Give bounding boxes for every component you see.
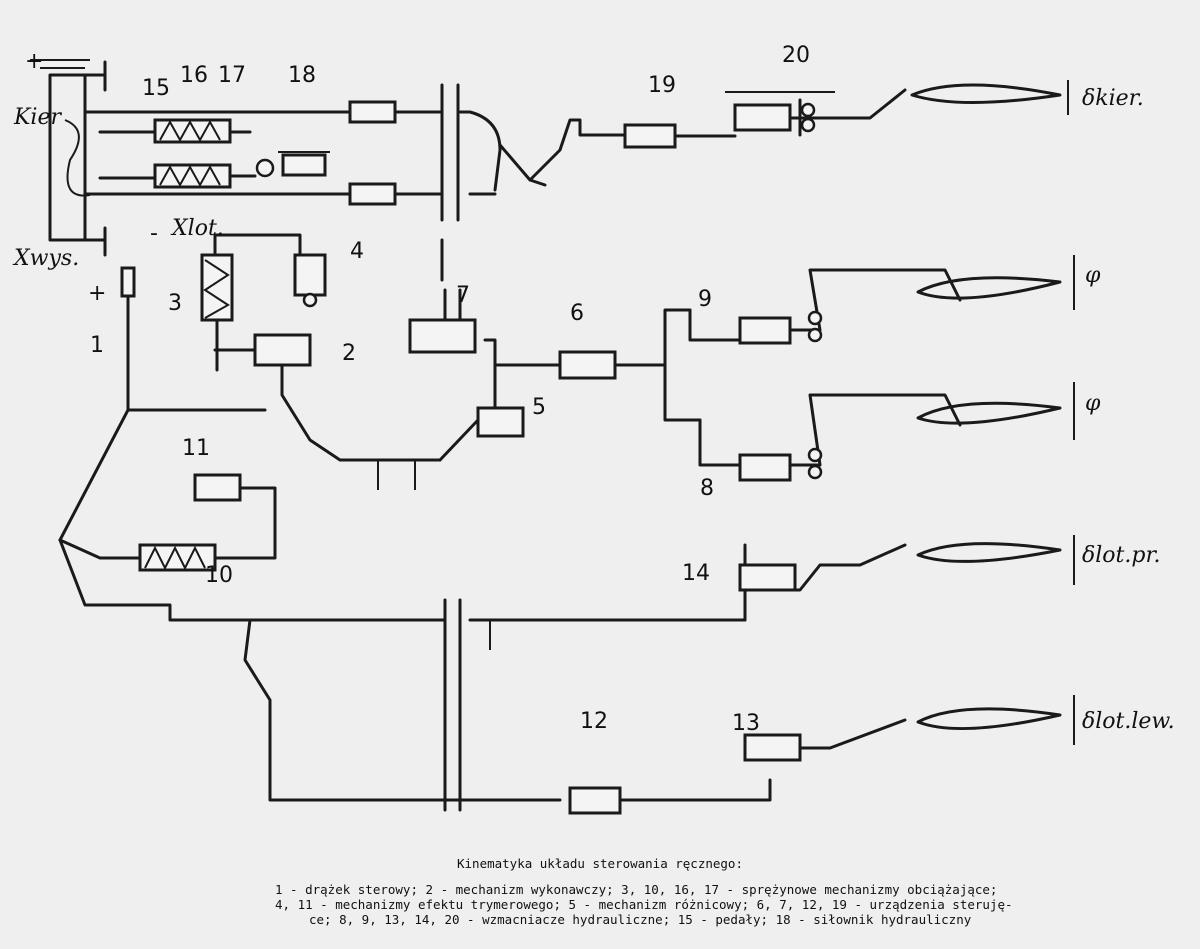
stabilizer-lower [916,401,1062,425]
trim-mechanism-11 [193,473,277,512]
label-5: 5 [532,395,546,420]
label-15: 15 [142,76,170,101]
label-6: 6 [570,301,584,326]
label-8: 8 [700,476,714,501]
rudder-linkage [498,88,907,187]
label-1: 1 [90,333,104,358]
trim-mechanism-4 [293,253,327,308]
label-2: 2 [342,341,356,366]
caption-line: 4, 11 - mechanizmy efektu trymerowego; 5… [275,897,1013,912]
label-20: 20 [782,43,810,68]
label-13: 13 [732,711,760,736]
control-device-6 [558,308,702,422]
label-18: 18 [288,63,316,88]
rudder-surface [910,83,1062,104]
label-3: 3 [168,291,182,316]
aileron-left-surface [916,707,1062,731]
caption-legend: 1 - drążek sterowy; 2 - mechanizm wykona… [275,882,1065,927]
caption-line: 1 - drążek sterowy; 2 - mechanizm wykona… [275,882,998,897]
label-10: 10 [205,563,233,588]
control-device-7 [408,318,562,422]
caption-line: ce; 8, 9, 13, 14, 20 - wzmacniacze hydra… [309,912,972,927]
surface-labels: δkier. φ φ δlot.pr. δlot.lew. [1082,86,1175,734]
part-labels: 1 2 3 4 5 6 7 8 9 10 11 12 13 14 15 16 1… [90,43,810,736]
label-17: 17 [218,63,246,88]
spring-10 [58,508,562,802]
caption-title: Kinematyka układu sterowania ręcznego: [457,856,743,871]
plus-sign: + [25,49,43,74]
spring-17 [98,163,257,189]
actuator-18 [255,151,330,178]
differential-5 [438,406,525,462]
booster-8 [698,393,962,482]
label-xlot: Xlot. [170,216,224,241]
label-delta-kier: δkier. [1082,86,1144,111]
spring-3 [200,233,302,372]
label-delta-lot-pr: δlot.pr. [1082,543,1161,568]
label-14: 14 [682,561,710,586]
label-delta-lot-lew: δlot.lew. [1082,709,1175,734]
minus-sign: - [150,221,158,246]
spring-16 [98,118,252,144]
label-4: 4 [350,239,364,264]
label-phi-upper: φ [1085,263,1101,288]
input-labels: Kier Xlot. Xwys. + + - [12,49,224,306]
label-11: 11 [182,436,210,461]
plus-sign: + [88,281,106,306]
label-19: 19 [648,73,676,98]
label-kier: Kier [13,105,62,130]
label-9: 9 [698,287,712,312]
label-12: 12 [580,709,608,734]
aileron-linkage [248,288,907,815]
control-stick-1 [58,266,267,542]
pedals-15 [30,59,107,257]
label-phi-lower: φ [1085,391,1101,416]
separator-lines [440,83,460,282]
airfoils [910,80,1075,745]
label-xwys: Xwys. [12,246,79,271]
rudder-cables [83,100,502,206]
stabilizer-upper [916,276,1062,300]
label-16: 16 [180,63,208,88]
aileron-right-surface [916,542,1062,563]
label-7: 7 [456,283,470,308]
booster-9 [688,268,962,345]
actuator-2 [213,333,442,462]
